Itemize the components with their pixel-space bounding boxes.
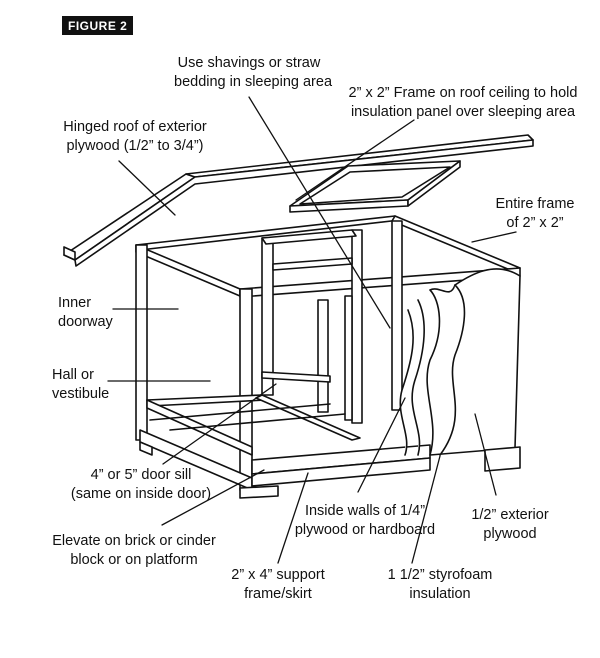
label-inside-walls-line1: Inside walls of 1/4” xyxy=(304,503,426,519)
label-hall: Hall or vestibule xyxy=(52,366,122,404)
label-door-sill-line1: 4” or 5” door sill xyxy=(90,467,192,483)
label-elevate-line1: Elevate on brick or cinder xyxy=(52,533,216,549)
label-elevate: Elevate on brick or cinder block or on p… xyxy=(44,532,224,570)
label-entire-frame: Entire frame of 2” x 2” xyxy=(490,195,580,233)
label-styrofoam-line1: 1 1/2” styrofoam xyxy=(387,567,493,583)
label-support-frame-line1: 2” x 4” support xyxy=(231,567,325,583)
label-hall-line2: vestibule xyxy=(52,386,110,402)
label-entire-frame-line2: of 2” x 2” xyxy=(506,215,564,231)
leader-lines xyxy=(107,96,517,564)
label-frame-roof-line1: 2” x 2” Frame on roof ceiling to hold xyxy=(348,85,578,101)
label-inside-walls-line2: plywood or hardboard xyxy=(294,522,436,538)
label-styrofoam: 1 1/2” styrofoam insulation xyxy=(370,566,510,604)
label-hall-line1: Hall or xyxy=(52,367,94,383)
label-frame-roof-line2: insulation panel over sleeping area xyxy=(350,104,576,120)
label-styrofoam-line2: insulation xyxy=(409,586,471,602)
label-frame-roof: 2” x 2” Frame on roof ceiling to hold in… xyxy=(348,84,578,122)
label-exterior-plywood-line1: 1/2” exterior xyxy=(471,507,549,523)
label-inner-doorway-line2: doorway xyxy=(58,314,113,330)
label-door-sill-line2: (same on inside door) xyxy=(70,486,212,502)
label-hinged-roof-line2: plywood (1/2” to 3/4”) xyxy=(66,138,204,154)
label-elevate-line2: block or on platform xyxy=(70,552,198,568)
label-door-sill: 4” or 5” door sill (same on inside door) xyxy=(58,466,224,504)
label-inner-doorway: Inner doorway xyxy=(58,294,118,332)
roof-insulation-frame xyxy=(289,160,461,213)
label-entire-frame-line1: Entire frame xyxy=(495,196,575,212)
label-support-frame: 2” x 4” support frame/skirt xyxy=(208,566,348,604)
foot-blocks xyxy=(139,441,521,499)
label-inner-doorway-line1: Inner xyxy=(58,295,92,311)
main-frame xyxy=(135,215,521,491)
exterior-wall xyxy=(251,268,521,487)
label-hinged-roof-line1: Hinged roof of exterior xyxy=(63,119,207,135)
label-support-frame-line2: frame/skirt xyxy=(244,586,312,602)
figure-label: FIGURE 2 xyxy=(62,16,134,35)
label-hinged-roof: Hinged roof of exterior plywood (1/2” to… xyxy=(60,118,210,156)
label-exterior-plywood: 1/2” exterior plywood xyxy=(460,506,560,544)
label-bedding-line2: bedding in sleeping area xyxy=(174,74,333,90)
hinged-roof xyxy=(63,134,534,267)
label-bedding-line1: Use shavings or straw xyxy=(177,55,321,71)
label-exterior-plywood-line2: plywood xyxy=(483,526,537,542)
label-inside-walls: Inside walls of 1/4” plywood or hardboar… xyxy=(290,502,440,540)
label-bedding: Use shavings or straw bedding in sleepin… xyxy=(174,54,333,92)
